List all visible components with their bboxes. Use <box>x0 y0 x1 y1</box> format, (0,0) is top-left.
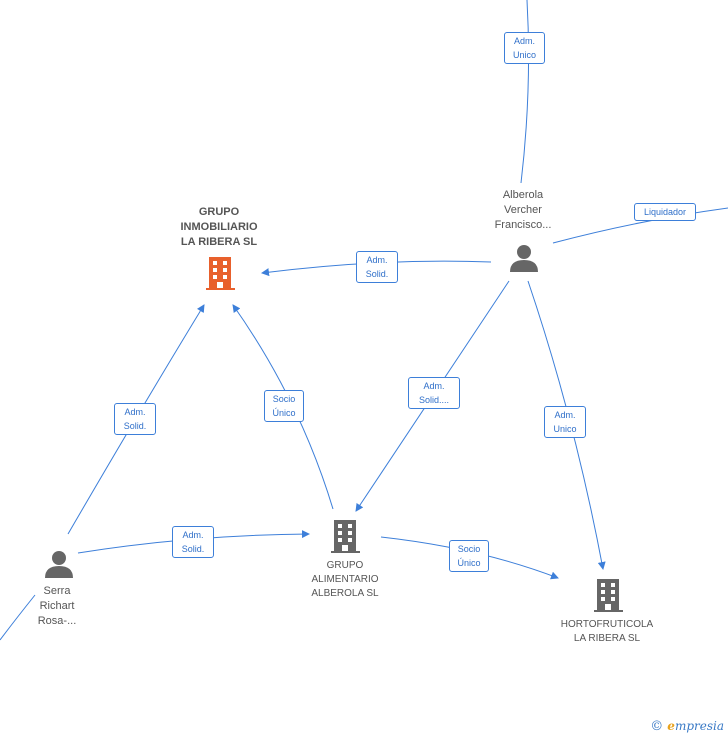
node-label-serra[interactable]: Serra Richart Rosa-... <box>37 585 77 627</box>
building-icon-hortofruticola[interactable] <box>594 579 623 612</box>
person-icon-serra[interactable] <box>45 551 73 578</box>
node-label-grupo-alimentario[interactable]: GRUPO ALIMENTARIO ALBEROLA SL <box>311 560 379 599</box>
edge-top-adm-unico <box>520 0 530 184</box>
node-label-hortofruticola[interactable]: HORTOFRUTICOLA LA RIBERA SL <box>560 619 654 644</box>
edge-label-top-adm-unico[interactable]: Adm. Unico <box>504 32 545 64</box>
edge-label-alberola-inmobiliario[interactable]: Adm. Solid. <box>356 251 398 283</box>
edge-liquidador <box>552 207 728 244</box>
brand-name: mpresia <box>674 719 724 733</box>
brand-letter: e <box>667 719 675 733</box>
empresia-watermark: ©empresia <box>650 719 724 734</box>
edge-label-alimentario-horto[interactable]: Socio Único <box>449 540 489 572</box>
building-icon-alimentario[interactable] <box>331 520 360 553</box>
edge-label-alimentario-inmobiliario[interactable]: Socio Único <box>264 390 304 422</box>
node-label-grupo-inmobiliario[interactable]: GRUPO INMOBILIARIO LA RIBERA SL <box>180 206 258 248</box>
building-icon-inmobiliario[interactable] <box>206 257 235 290</box>
edge-label-serra-inmobiliario[interactable]: Adm. Solid. <box>114 403 156 435</box>
edge-label-serra-alimentario[interactable]: Adm. Solid. <box>172 526 214 558</box>
copyright-symbol: © <box>650 719 664 734</box>
node-label-alberola[interactable]: Alberola Vercher Francisco... <box>494 189 552 231</box>
edge-label-alberola-alimentario[interactable]: Adm. Solid.... <box>408 377 460 409</box>
edge-label-alberola-horto[interactable]: Adm. Unico <box>544 406 586 438</box>
person-icon-alberola[interactable] <box>510 245 538 272</box>
edge-serra-offscreen <box>0 594 36 641</box>
edge-label-liquidador[interactable]: Liquidador <box>634 203 696 221</box>
